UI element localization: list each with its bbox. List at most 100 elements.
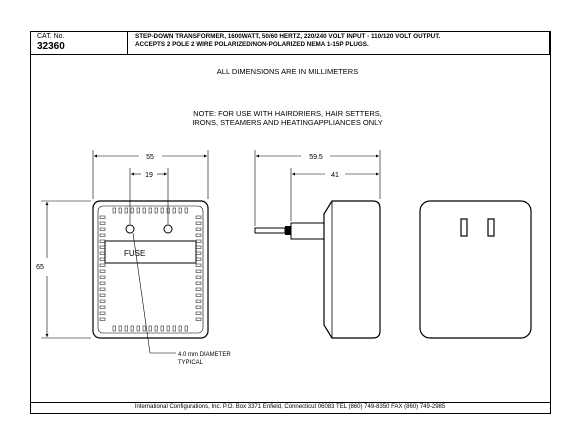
vent-slot: [195, 215, 202, 219]
usage-note-line-1: NOTE: FOR USE WITH HAIRDRIERS, HAIR SETT…: [193, 109, 382, 118]
vent-slot: [172, 207, 176, 214]
vent-slot: [195, 305, 202, 309]
description-line-2: ACCEPTS 2 POLE 2 WIRE POLARIZED/NON-POLA…: [135, 40, 369, 48]
vent-slot: [184, 325, 188, 332]
plug-blade-left: [460, 218, 468, 237]
outlet-hole-left: [125, 224, 135, 234]
callout-leader: [132, 232, 176, 354]
vent-slot: [195, 287, 202, 291]
vent-slot: [195, 275, 202, 279]
vent-slot: [112, 207, 116, 214]
vent-slot: [99, 239, 106, 243]
pin-collar: [285, 226, 291, 235]
vent-slot: [112, 325, 116, 332]
vent-slot: [99, 263, 106, 267]
vent-slot: [136, 325, 140, 332]
vent-slot: [99, 245, 106, 249]
plug-blade-right: [487, 218, 495, 237]
vent-slot: [124, 207, 128, 214]
usage-note: NOTE: FOR USE WITH HAIRDRIERS, HAIR SETT…: [0, 109, 575, 127]
vent-slot: [195, 311, 202, 315]
callout-line-1: 4.0 mm DIAMETER: [178, 352, 231, 358]
title-block: CAT. No. 32360 STEP-DOWN TRANSFORMER, 16…: [30, 31, 550, 55]
overall-length-dimension-label: 59.5: [309, 154, 323, 161]
plug-base: [290, 222, 325, 240]
vent-slot: [99, 221, 106, 225]
vent-slot: [195, 263, 202, 267]
vent-slot: [166, 325, 170, 332]
vent-slot: [148, 325, 152, 332]
vent-slot: [99, 227, 106, 231]
vent-slot: [99, 317, 106, 321]
footer-company-info: International Configurations, Inc. P.O. …: [134, 404, 446, 410]
catalog-cell: CAT. No. 32360: [31, 32, 128, 54]
vent-slot: [195, 299, 202, 303]
front-view-inner-edge: [97, 205, 204, 334]
height-dimension-label: 65: [36, 264, 44, 271]
description-cell: STEP-DOWN TRANSFORMER, 1600WATT, 50/60 H…: [135, 33, 545, 48]
vent-slot: [195, 281, 202, 285]
description-line-1: STEP-DOWN TRANSFORMER, 1600WATT, 50/60 H…: [135, 33, 441, 40]
vent-slot: [130, 207, 134, 214]
vent-slot: [195, 269, 202, 273]
vent-slot: [130, 325, 134, 332]
vent-slot: [99, 281, 106, 285]
vent-slot: [172, 325, 176, 332]
vent-slot: [99, 251, 106, 255]
dimensions-note: ALL DIMENSIONS ARE IN MILLIMETERS: [216, 67, 359, 76]
vent-slot: [178, 207, 182, 214]
front-view: FUSE 55 19 65 4.0 mm DIAMETER TYPICAL: [36, 150, 231, 366]
vent-slot: [154, 207, 158, 214]
vent-slot: [195, 221, 202, 225]
vent-slot: [142, 207, 146, 214]
vent-slot: [99, 293, 106, 297]
vent-slot: [148, 207, 152, 214]
vent-slot: [195, 257, 202, 261]
fuse-label: FUSE: [124, 249, 145, 258]
vent-slot: [160, 325, 164, 332]
vent-slot: [99, 257, 106, 261]
body-length-dimension-label: 41: [331, 172, 339, 179]
vent-slot: [184, 207, 188, 214]
vent-slot: [142, 325, 146, 332]
vent-slot: [195, 317, 202, 321]
outlet-hole-right: [163, 224, 173, 234]
catalog-number: 32360: [37, 41, 65, 52]
vent-slot: [178, 325, 182, 332]
vent-slot: [136, 207, 140, 214]
vent-slot: [195, 251, 202, 255]
usage-note-line-2: IRONS, STEAMERS AND HEATINGAPPLIANCES ON…: [192, 118, 383, 127]
front-view-body: [92, 200, 209, 339]
plug-pin: [254, 227, 286, 234]
vent-slot: [160, 207, 164, 214]
callout-line-2: TYPICAL: [178, 360, 204, 366]
vent-slot: [99, 275, 106, 279]
fuse-window: [104, 240, 197, 264]
back-view: [419, 200, 532, 339]
side-view-body: [323, 200, 381, 339]
vent-slot: [195, 293, 202, 297]
vent-slot: [99, 233, 106, 237]
width-dimension-label: 55: [146, 154, 154, 161]
vent-slot: [195, 239, 202, 243]
vent-slot: [99, 311, 106, 315]
vent-slot: [195, 245, 202, 249]
vent-slot: [99, 215, 106, 219]
back-view-body: [419, 200, 532, 339]
vent-slot: [124, 325, 128, 332]
vent-slot: [154, 325, 158, 332]
vent-slot: [195, 227, 202, 231]
side-view: 59.5 41: [254, 150, 381, 339]
vent-slot: [99, 299, 106, 303]
catalog-label: CAT. No.: [37, 33, 65, 40]
hole-spacing-dimension-label: 19: [145, 172, 153, 179]
vent-slot: [195, 233, 202, 237]
vent-slot: [118, 325, 122, 332]
vent-slot: [99, 305, 106, 309]
vent-slot: [99, 269, 106, 273]
vent-slots: [99, 207, 202, 332]
vent-slot: [99, 287, 106, 291]
vent-slot: [118, 207, 122, 214]
